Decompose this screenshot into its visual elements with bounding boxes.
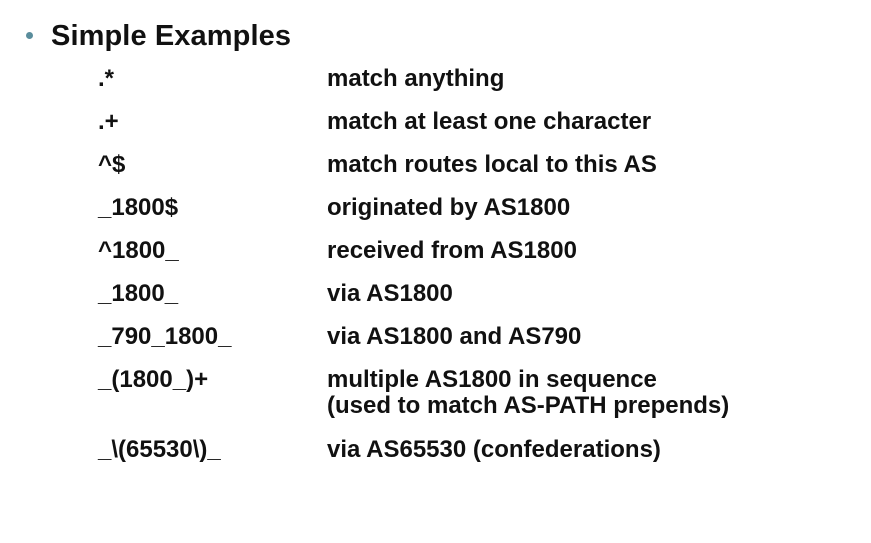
example-pattern: _\(65530\)_ <box>98 436 221 463</box>
example-description: match routes local to this AS <box>327 151 657 178</box>
bullet-icon <box>26 32 33 39</box>
example-row: ^1800_ received from AS1800 <box>98 238 838 281</box>
example-row: _790_1800_ via AS1800 and AS790 <box>98 324 838 367</box>
example-pattern: ^1800_ <box>98 237 179 264</box>
example-row: ^$ match routes local to this AS <box>98 152 838 195</box>
example-pattern: _(1800_)+ <box>98 366 209 393</box>
example-pattern: _790_1800_ <box>98 323 232 350</box>
example-description: originated by AS1800 <box>327 194 571 221</box>
example-row: _1800$ originated by AS1800 <box>98 195 838 238</box>
examples-list: .* match anything .+ match at least one … <box>98 66 838 480</box>
example-row: .+ match at least one character <box>98 109 838 152</box>
example-description: received from AS1800 <box>327 237 577 264</box>
example-row: _(1800_)+ multiple AS1800 in sequence (u… <box>98 367 838 437</box>
bullet-heading: Simple Examples <box>26 20 291 52</box>
example-row: _1800_ via AS1800 <box>98 281 838 324</box>
example-description: match at least one character <box>327 108 652 135</box>
example-pattern: .* <box>98 65 115 92</box>
example-pattern: _1800_ <box>98 280 179 307</box>
example-row: _\(65530\)_ via AS65530 (confederations) <box>98 437 838 480</box>
example-pattern: .+ <box>98 108 119 135</box>
example-description: multiple AS1800 in sequence (used to mat… <box>327 366 730 419</box>
example-pattern: ^$ <box>98 151 126 178</box>
slide-title: Simple Examples <box>51 20 292 52</box>
example-row: .* match anything <box>98 66 838 109</box>
example-pattern: _1800$ <box>98 194 179 221</box>
example-description: via AS65530 (confederations) <box>327 436 661 463</box>
example-description: via AS1800 and AS790 <box>327 323 582 350</box>
example-description: via AS1800 <box>327 280 453 307</box>
example-description: match anything <box>327 65 505 92</box>
